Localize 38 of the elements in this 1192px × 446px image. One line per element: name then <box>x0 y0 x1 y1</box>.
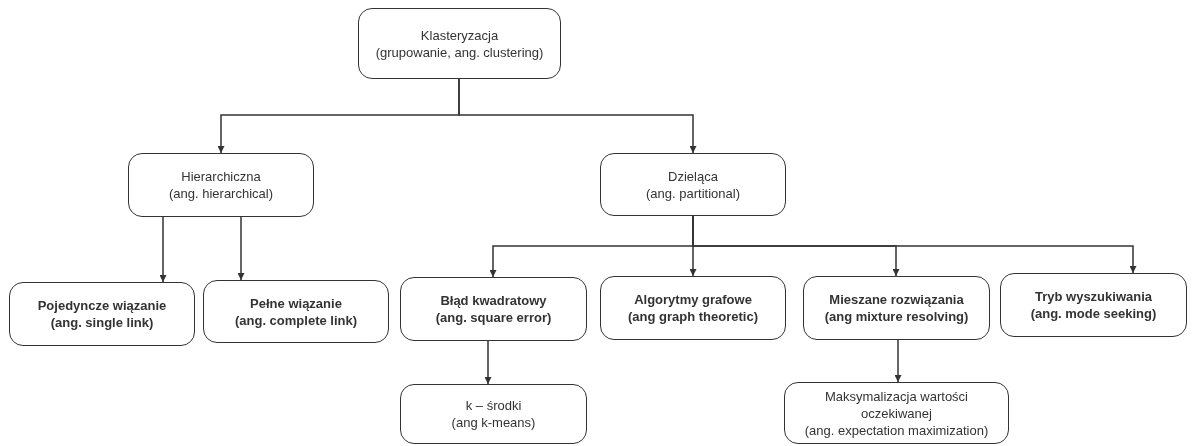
node-title: Klasteryzacja <box>420 26 499 44</box>
process-box <box>203 280 389 343</box>
node-title: k – środki <box>465 397 522 414</box>
process-box <box>1000 273 1187 337</box>
process-box <box>600 276 786 340</box>
arrow <box>159 216 167 283</box>
node-title: Tryb wyszukiwania <box>1034 288 1152 305</box>
process-box <box>803 276 990 340</box>
process-box <box>600 153 786 216</box>
node-subtitle: (ang. partitional) <box>646 184 740 202</box>
node-subtitle: (ang graph theoretic) <box>628 308 758 325</box>
node-title: Mieszane rozwiązania <box>829 291 964 308</box>
node-title: Pełne wiązanie <box>250 294 342 312</box>
node-subtitle: (ang. complete link) <box>234 311 358 329</box>
node-subtitle: (ang k-means) <box>451 414 536 431</box>
process-box <box>400 384 587 444</box>
node-subtitle: (ang. hierarchical) <box>168 185 273 202</box>
node-subtitle: (ang. single link) <box>50 314 154 331</box>
process-box <box>400 277 587 341</box>
node-subtitle: (ang. mode seeking) <box>1030 305 1157 322</box>
process-box <box>128 153 314 217</box>
arrow <box>484 340 492 385</box>
node-subtitle: (ang mixture resolving) <box>824 308 969 325</box>
node-title: Algorytmy grafowe <box>634 291 752 308</box>
process-box <box>9 282 195 346</box>
node-title: Dzieląca <box>668 167 718 185</box>
node-title: Hierarchiczna <box>181 168 261 185</box>
arrow <box>458 78 697 154</box>
node-subtitle: (ang. square error) <box>435 309 552 326</box>
node-title: Błąd kwadratowy <box>440 292 547 309</box>
process-box <box>358 8 561 79</box>
arrow <box>894 339 902 383</box>
process-box <box>784 382 1009 444</box>
node-title: Pojedyncze wiązanie <box>37 297 167 314</box>
node-subtitle: (grupowanie, ang. clustering) <box>375 43 544 61</box>
arrow <box>237 216 245 281</box>
node-subtitle: (ang. expectation maximization) <box>804 421 989 439</box>
node-title: Maksymalizacja wartości oczekiwanej <box>823 387 969 422</box>
